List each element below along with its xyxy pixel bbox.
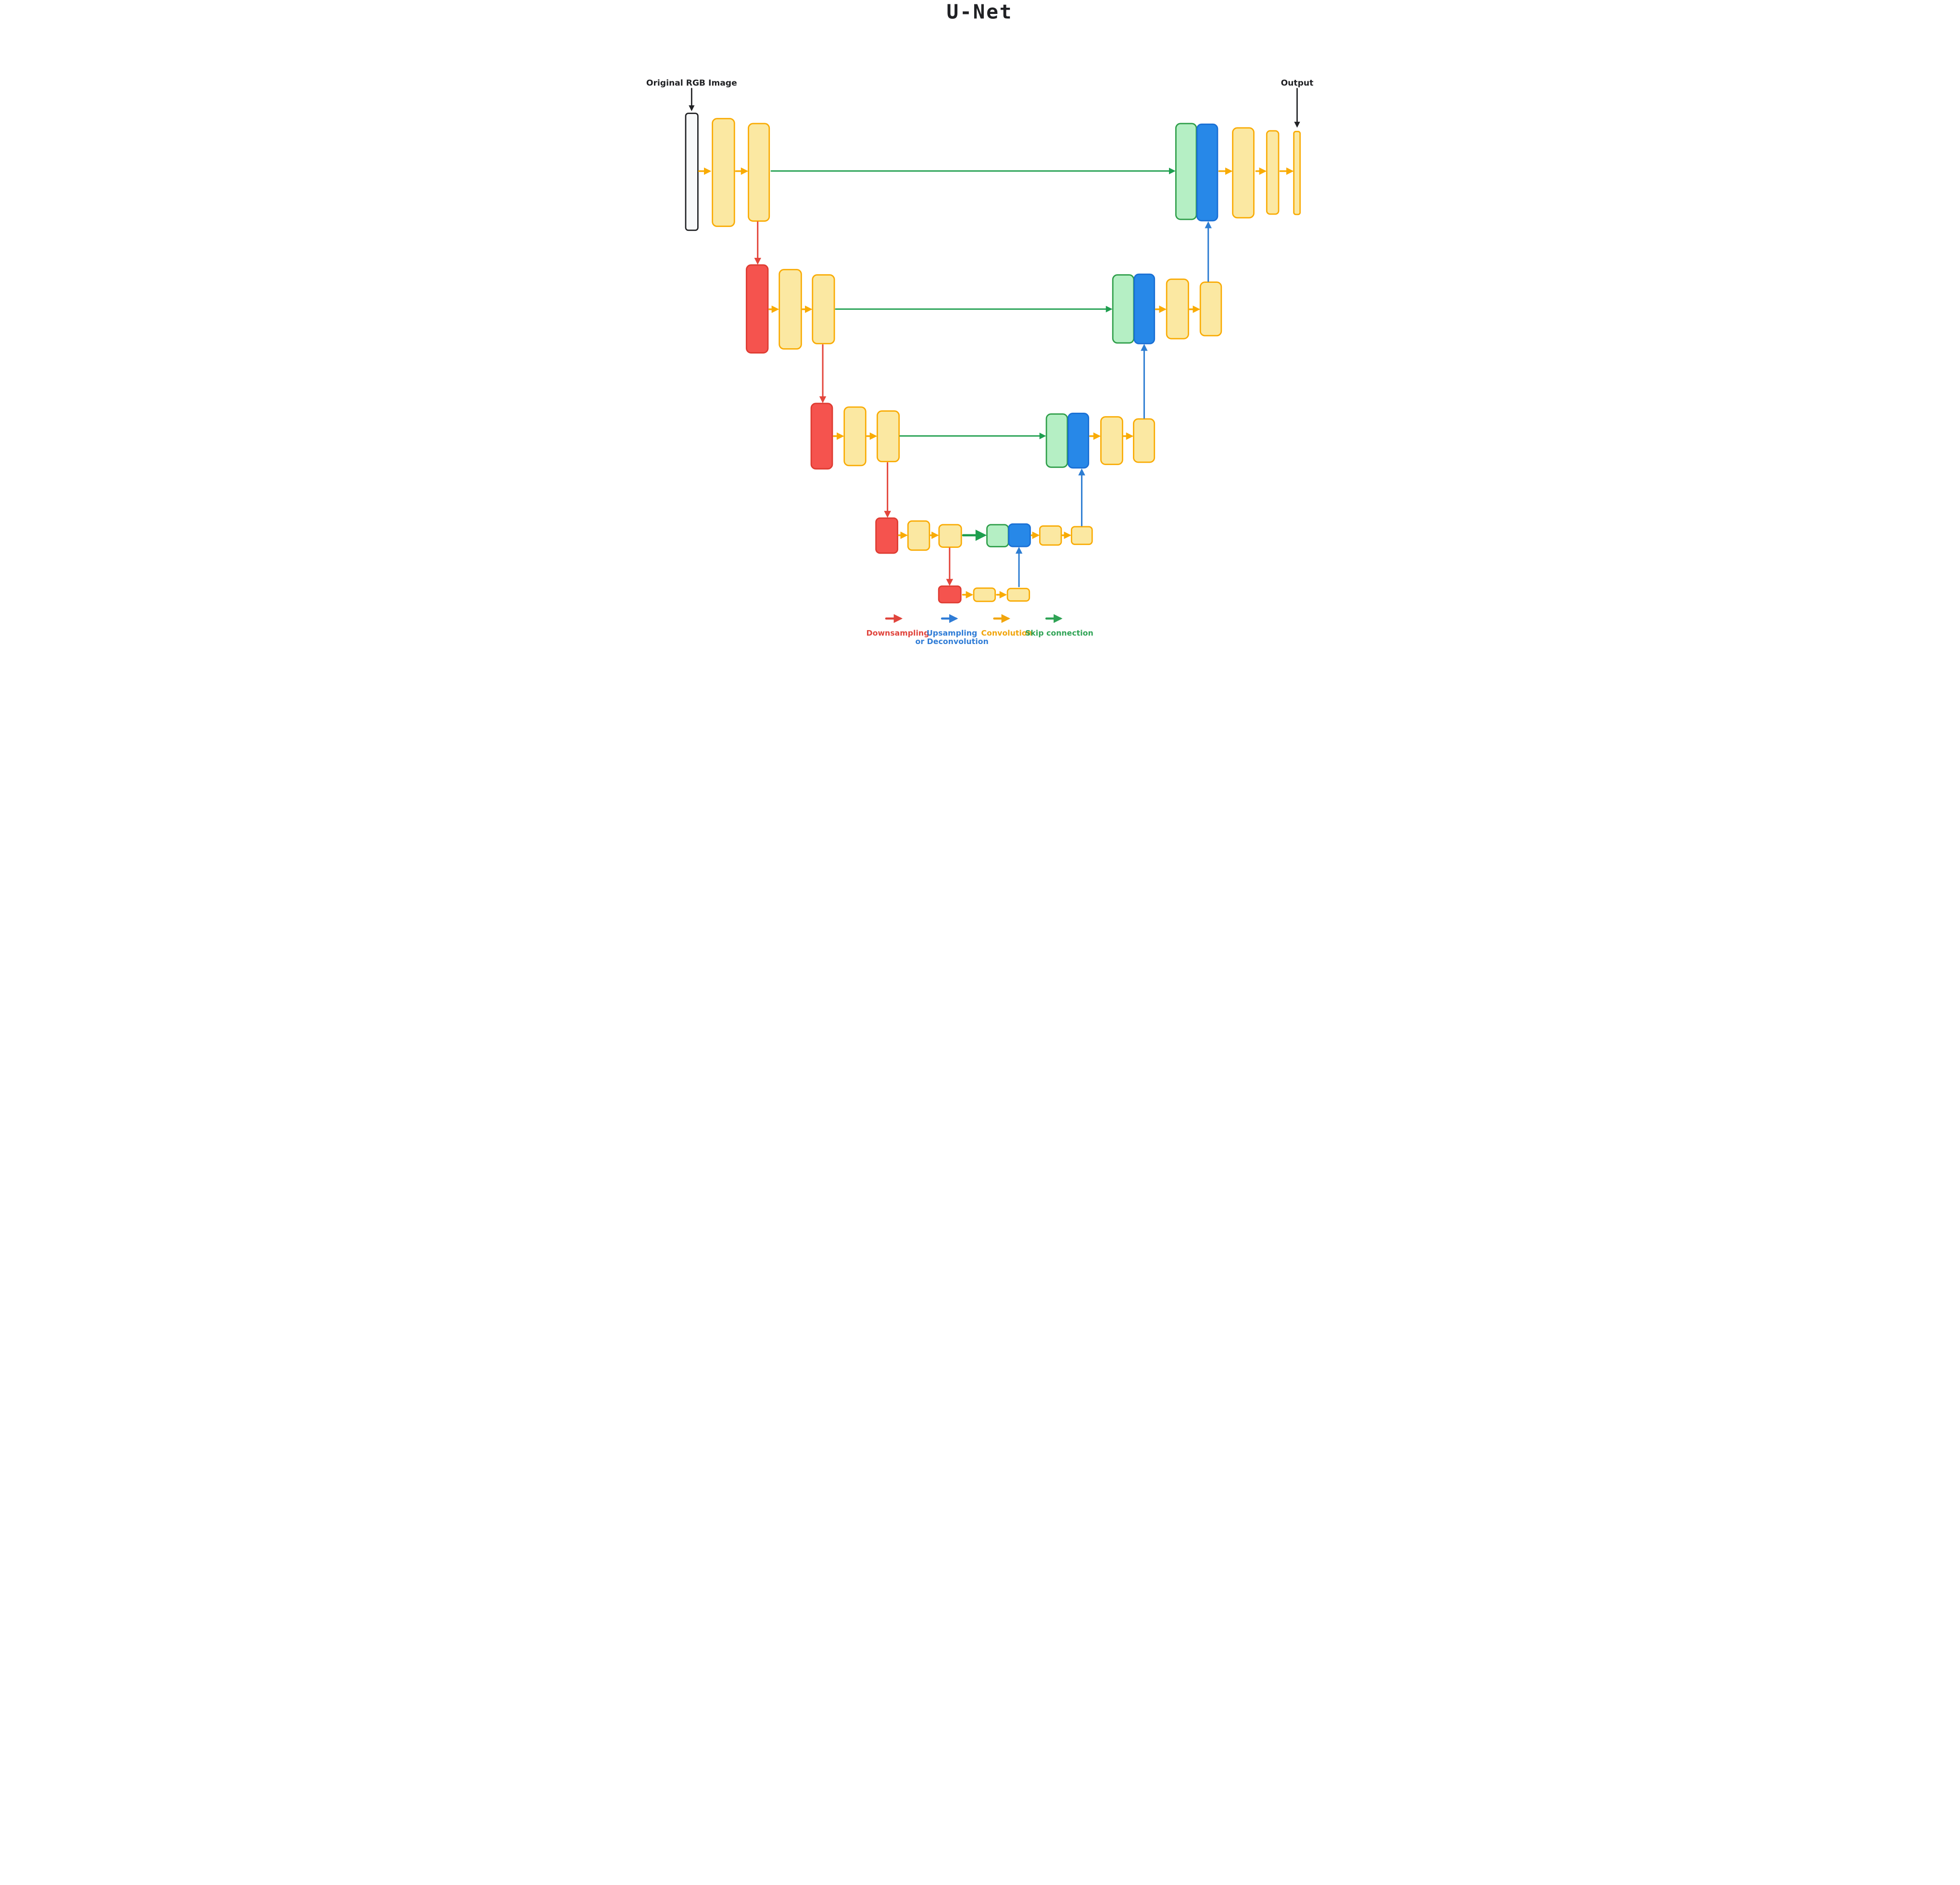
encoder-l3-conv-block-1 — [843, 406, 867, 467]
decoder-l4-upsample-block — [1008, 523, 1031, 547]
decoder-l3-conv-block-1 — [1100, 416, 1123, 465]
output-block — [1293, 131, 1301, 215]
bottleneck-conv-block-1 — [973, 587, 996, 602]
encoder-l4-conv-block-1 — [907, 520, 930, 551]
level-3 — [810, 343, 1156, 470]
legend-skip-label: Skip connection — [1025, 629, 1093, 638]
decoder-l1-skip-concat-block — [1175, 123, 1197, 220]
encoder-l2-conv-block-1 — [779, 269, 802, 350]
unet-diagram-page: U-Net Original RGB Image Output — [643, 0, 1317, 648]
decoder-l2-upsample-block — [1133, 273, 1156, 344]
decoder-l2-conv-block-2 — [1199, 281, 1222, 337]
legend-upsampling-label-line2: or Deconvolution — [916, 637, 989, 646]
level-5-bottleneck — [938, 546, 1030, 604]
encoder-l3-conv-block-2 — [876, 410, 900, 463]
decoder-l3-upsample-block — [1068, 412, 1090, 469]
decoder-l2-skip-concat-block — [1112, 274, 1135, 344]
level-1 — [685, 113, 1301, 231]
legend-convolution-label: Convolution — [981, 629, 1032, 638]
level-2 — [745, 221, 1222, 354]
bottleneck-conv-block-2 — [1006, 588, 1030, 602]
page-title: U-Net — [946, 0, 1013, 23]
encoder-l1-conv-block-1 — [712, 118, 735, 227]
encoder-l1-conv-block-2 — [748, 123, 770, 222]
encoder-l2-conv-block-2 — [812, 274, 835, 344]
encoder-l3-downsample-block — [810, 403, 833, 470]
decoder-l3-conv-block-2 — [1133, 418, 1156, 463]
output-label: Output — [1281, 78, 1314, 88]
decoder-l1-conv-block-2 — [1266, 130, 1280, 215]
legend-upsampling-label: Upsampling — [927, 629, 977, 638]
unet-diagram-canvas: U-Net Original RGB Image Output — [643, 0, 1317, 648]
legend-downsampling-label: Downsampling — [867, 629, 930, 638]
bottleneck-downsample-block — [938, 585, 962, 604]
encoder-l4-downsample-block — [875, 517, 898, 554]
encoder-l2-downsample-block — [745, 264, 769, 354]
level-4 — [875, 462, 1093, 554]
encoder-l4-conv-block-2 — [938, 524, 962, 548]
decoder-l2-conv-block-1 — [1166, 278, 1189, 340]
decoder-l1-conv-block-1 — [1232, 127, 1255, 219]
decoder-l4-conv-block-1 — [1039, 525, 1062, 546]
legend: Downsampling Upsampling or Deconvolution… — [867, 614, 1093, 646]
decoder-l3-skip-concat-block — [1045, 413, 1068, 468]
decoder-l1-upsample-block — [1196, 123, 1219, 222]
decoder-l4-conv-block-2 — [1070, 526, 1093, 545]
input-label: Original RGB Image — [646, 78, 737, 88]
original-rgb-image-block — [685, 113, 699, 231]
decoder-l4-skip-concat-block — [986, 524, 1009, 547]
